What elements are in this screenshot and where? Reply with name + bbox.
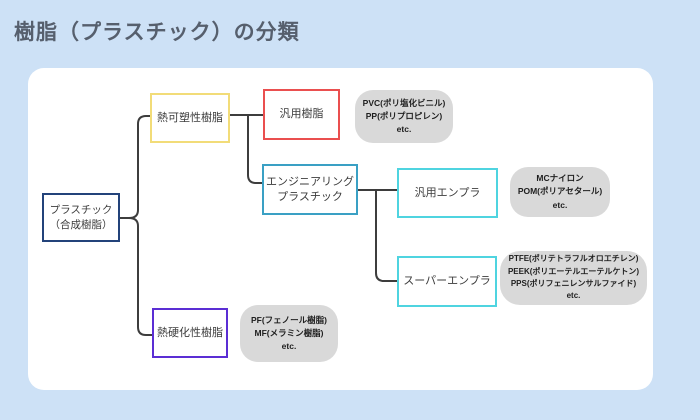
example-line: etc. [281,341,297,352]
examples-bubble-super-enpla: PTFE(ポリテトラフルオロエチレン) PEEK(ポリエーテルエーテルケトン) … [500,251,647,305]
node-label-line: プラスチック [49,204,113,217]
example-line: PEEK(ポリエーテルエーテルケトン) [507,266,640,276]
example-line: MCナイロン [536,173,584,184]
example-line: POM(ポリアセタール) [517,186,603,197]
example-line: etc. [396,124,412,135]
node-label-line: エンジニアリング [266,175,354,188]
examples-bubble-general-enpla: MCナイロン POM(ポリアセタール) etc. [510,167,610,217]
node-thermosetting-resin: 熱硬化性樹脂 [152,308,228,358]
connector-root-to-thermosetting [119,217,153,336]
examples-bubble-general-resin: PVC(ポリ塩化ビニル) PP(ポリプロピレン) etc. [355,90,453,143]
node-label: 汎用エンプラ [414,186,481,199]
node-label: 熱可塑性樹脂 [157,111,223,124]
node-thermoplastic-resin: 熱可塑性樹脂 [150,93,230,143]
example-line: MF(メラミン樹脂) [254,327,324,338]
node-plastic-root: プラスチック （合成樹脂） [42,193,120,242]
node-general-purpose-enpla: 汎用エンプラ [397,168,498,218]
example-line: PP(ポリプロピレン) [365,110,443,121]
node-super-enpla: スーパーエンプラ [397,256,497,307]
example-line: PTFE(ポリテトラフルオロエチレン) [508,254,639,264]
node-label-line: （合成樹脂） [49,218,113,231]
node-label: 熱硬化性樹脂 [157,326,223,339]
connector-thermoplastic-to-engineering [247,114,263,184]
connector-engineering-to-super-enpla [375,189,398,282]
connector-root-to-thermoplastic [119,115,151,219]
examples-bubble-thermosetting: PF(フェノール樹脂) MF(メラミン樹脂) etc. [240,305,338,362]
example-line: PF(フェノール樹脂) [250,314,328,325]
node-label-line: プラスチック [277,190,343,203]
node-general-purpose-resin: 汎用樹脂 [263,89,340,140]
node-label: 汎用樹脂 [279,108,324,121]
example-line: etc. [566,291,581,301]
node-engineering-plastic: エンジニアリング プラスチック [262,164,358,215]
example-line: PPS(ポリフェニレンサルファイド) [510,279,637,288]
diagram-panel [28,68,653,390]
example-line: PVC(ポリ塩化ビニル) [362,97,446,108]
node-label: スーパーエンプラ [403,275,491,288]
page-title: 樹脂（プラスチック）の分類 [14,21,300,44]
example-line: etc. [552,199,568,210]
